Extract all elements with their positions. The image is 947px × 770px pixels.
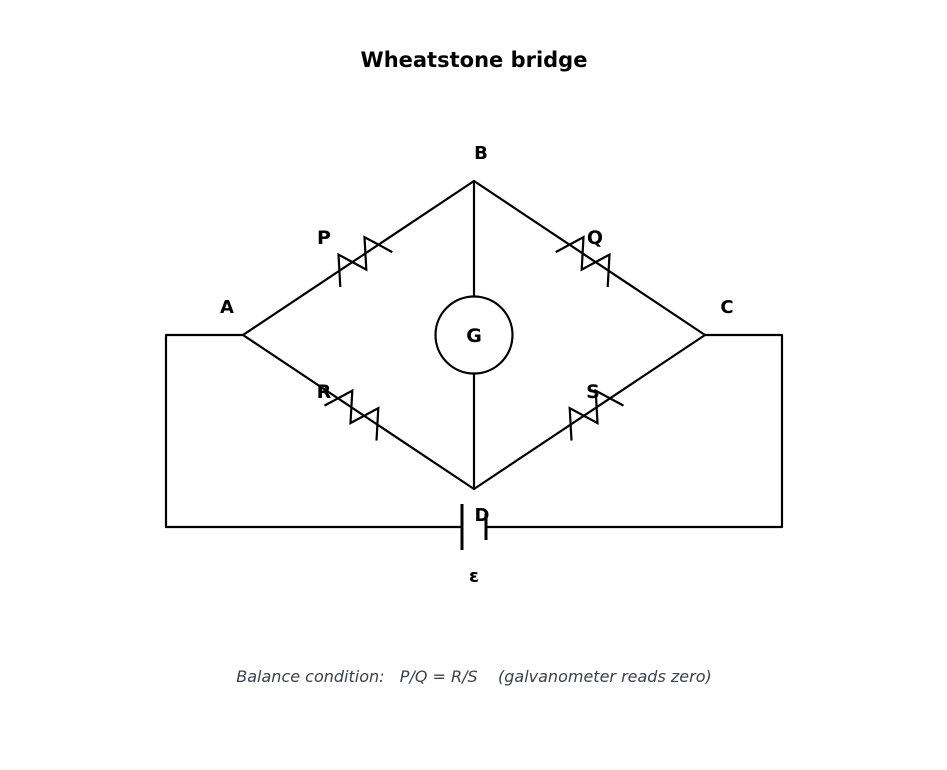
resistor-p-symbol xyxy=(337,235,393,288)
node-a-label: A xyxy=(220,297,234,318)
wire-a-d xyxy=(241,333,476,491)
galvanometer-circle xyxy=(434,295,514,375)
balance-caption: Balance condition: P/Q = R/S (galvanomet… xyxy=(236,667,711,686)
wire-b-c xyxy=(472,179,707,337)
battery-emf-label: ε xyxy=(469,566,479,587)
wire-a-to-battery xyxy=(164,333,464,529)
resistor-q-label: Q xyxy=(587,227,603,249)
galvanometer-label: G xyxy=(466,325,482,347)
resistor-q-symbol xyxy=(555,235,611,288)
resistor-s-symbol xyxy=(568,388,625,441)
resistor-r-label: R xyxy=(317,381,332,403)
battery xyxy=(460,504,488,550)
galvanometer: G xyxy=(434,295,514,375)
resistor-r-symbol xyxy=(323,388,380,441)
wire-a-b xyxy=(241,179,476,337)
wire-c-to-battery xyxy=(484,333,784,529)
node-c-label: C xyxy=(720,297,733,318)
resistor-s-label: S xyxy=(586,381,600,403)
resistor-p-label: P xyxy=(317,227,331,249)
wire-d-c xyxy=(472,333,707,491)
diagram-title: Wheatstone bridge xyxy=(361,48,588,72)
node-b-label: B xyxy=(474,143,488,164)
